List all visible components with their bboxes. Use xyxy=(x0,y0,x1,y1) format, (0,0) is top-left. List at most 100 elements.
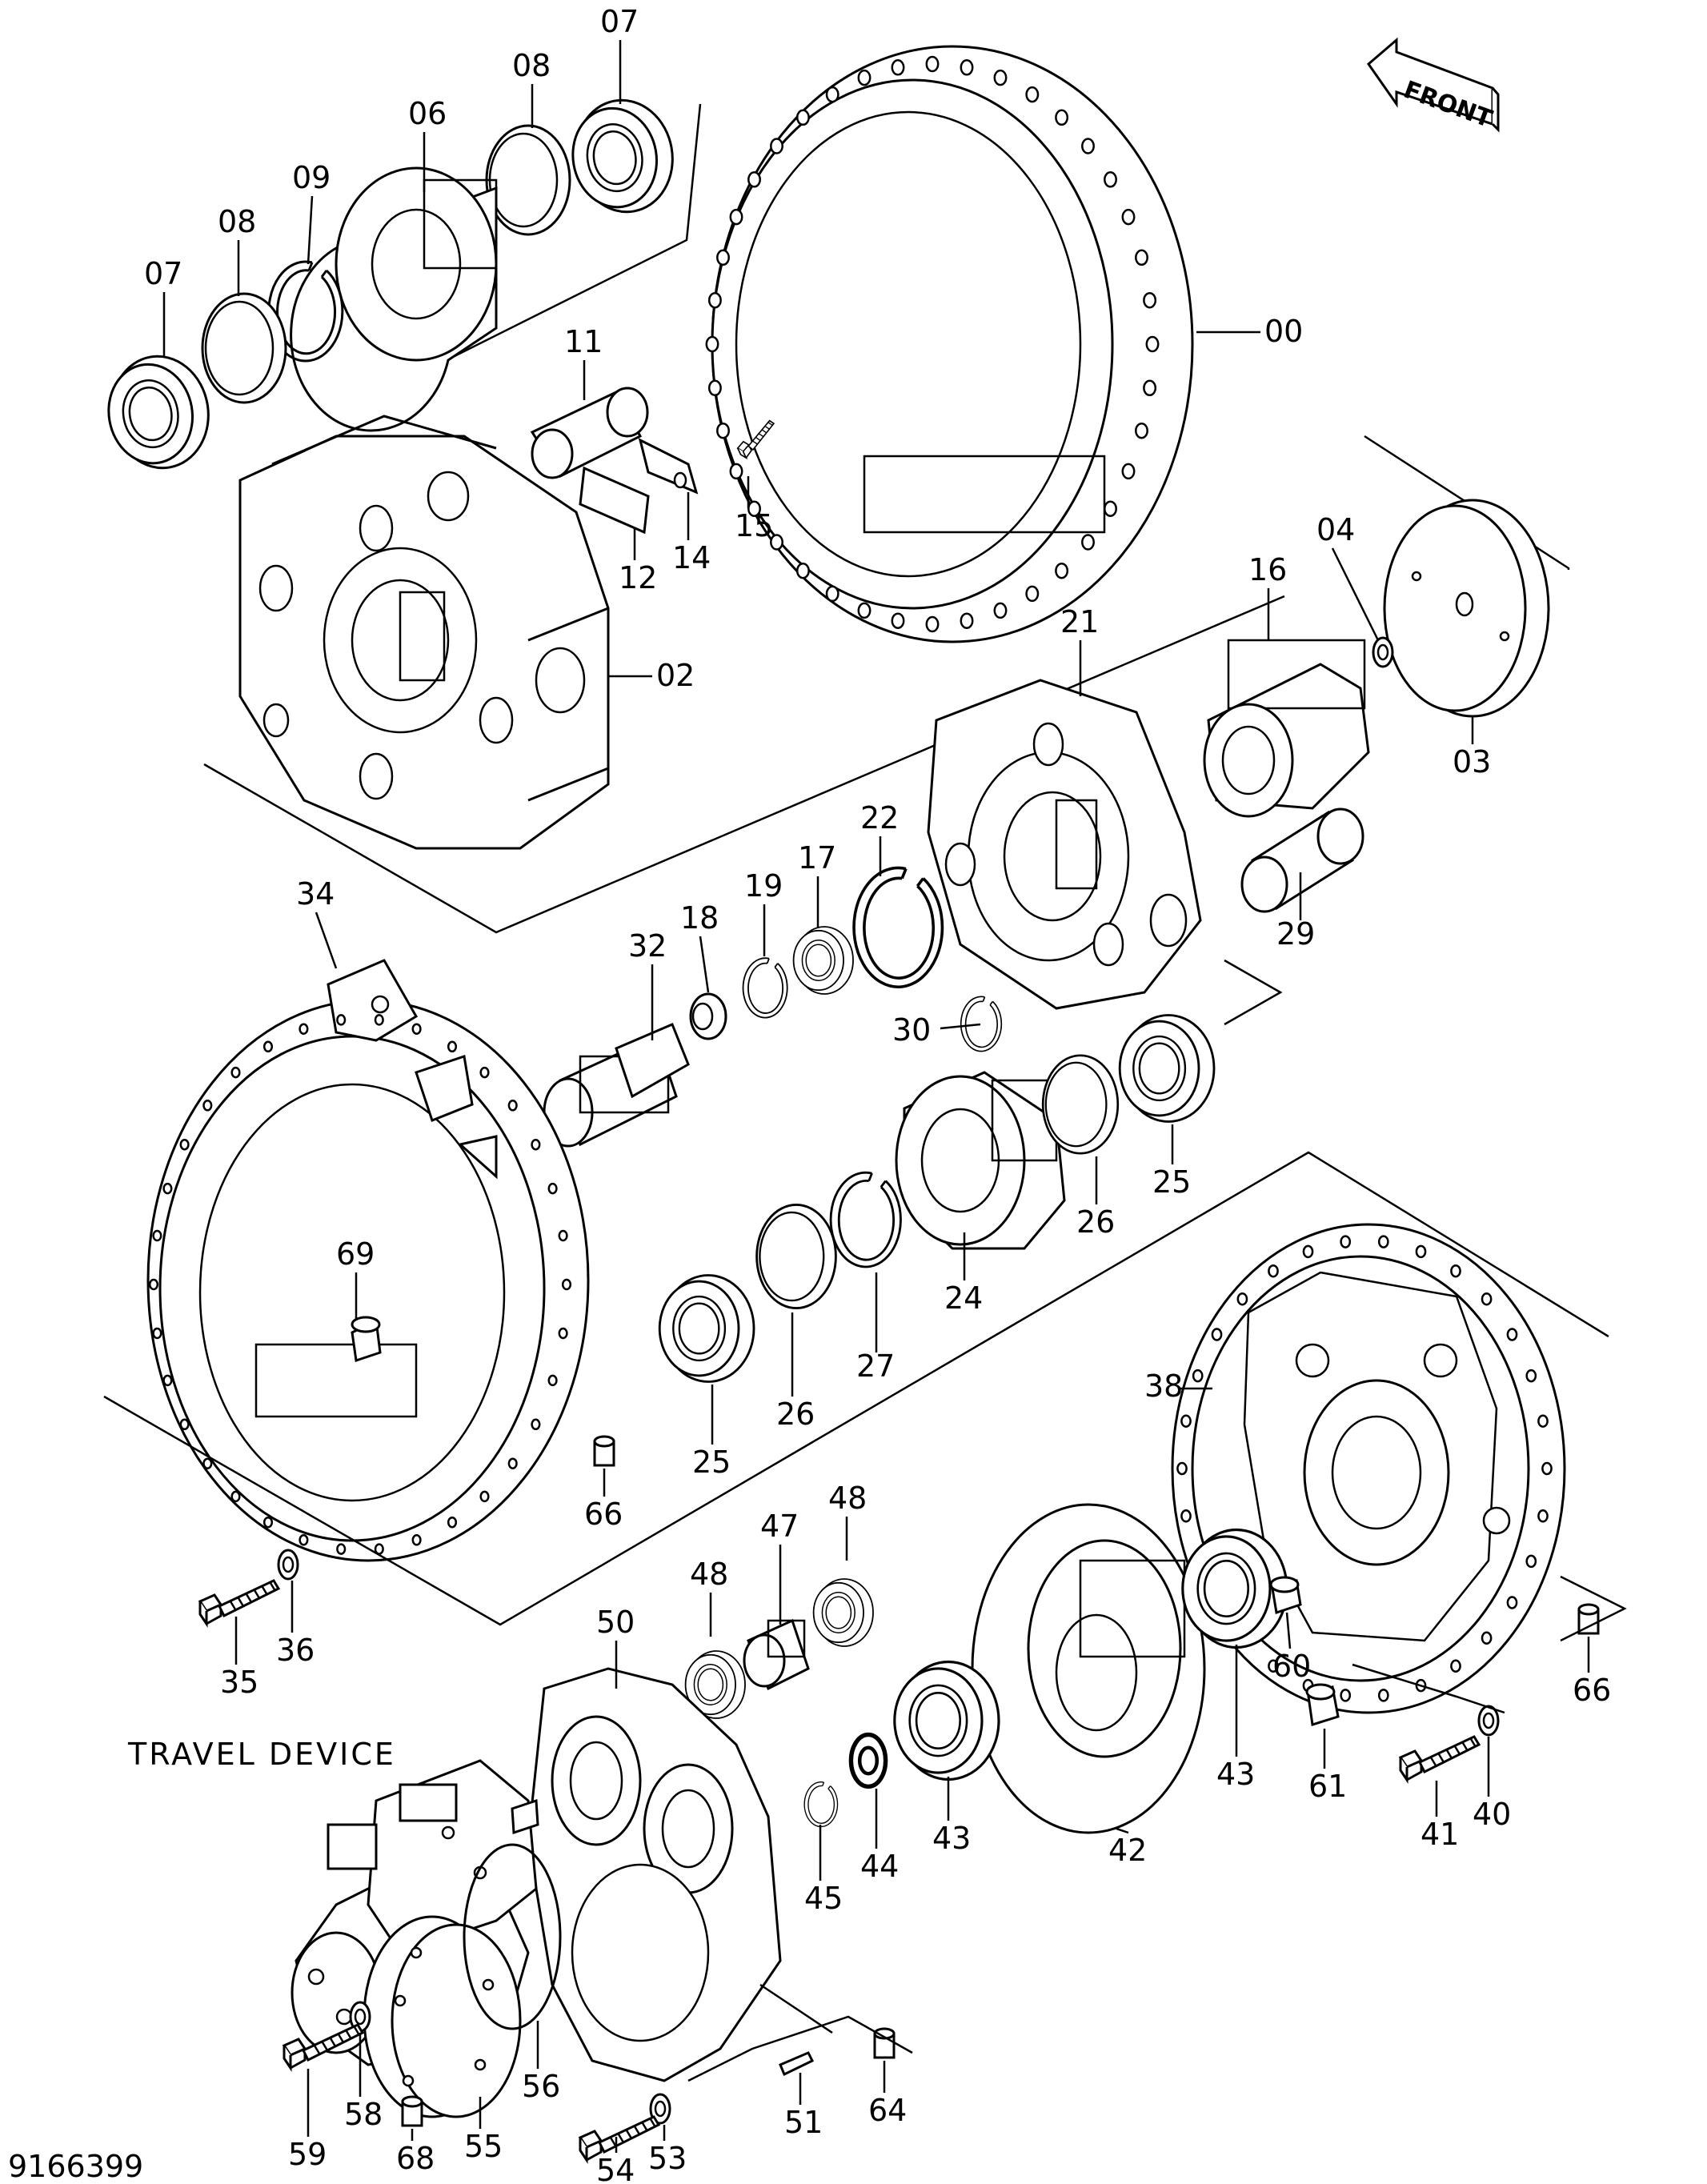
plug-60 xyxy=(1269,1576,1302,1614)
part-label-44: 44 xyxy=(860,1849,899,1884)
part-label-48-right: 48 xyxy=(828,1481,867,1516)
bolt-hole xyxy=(795,109,810,126)
bolt-hole xyxy=(1176,1461,1188,1476)
bolt-hole xyxy=(1450,1264,1461,1278)
bolt-hole xyxy=(795,562,810,579)
part-label-07-upper: 07 xyxy=(600,4,639,39)
bolt-hole xyxy=(857,69,872,86)
part-label-68: 68 xyxy=(396,2141,435,2176)
bolt-hole xyxy=(891,612,905,629)
bolt-35 xyxy=(198,1579,280,1625)
part-label-35: 35 xyxy=(220,1665,258,1700)
bolt-hole xyxy=(1340,1235,1352,1248)
bolt-hole xyxy=(1450,1659,1461,1673)
part-label-21: 21 xyxy=(1060,604,1099,639)
bolt-hole xyxy=(1541,1461,1553,1476)
bolt-hole xyxy=(1143,291,1157,309)
bolt-hole xyxy=(1377,1689,1389,1702)
bolt-hole xyxy=(1192,1369,1204,1383)
diagram-title: TRAVEL DEVICE xyxy=(127,1737,396,1772)
bolt-hole xyxy=(716,249,730,266)
part-label-07-lower: 07 xyxy=(144,256,182,291)
bolt-hole xyxy=(1268,1659,1279,1673)
bolt-hole xyxy=(374,1014,384,1026)
bolt-hole xyxy=(1211,1328,1223,1341)
part-label-26-left: 26 xyxy=(776,1397,815,1432)
ring-08-lower xyxy=(201,292,287,404)
bolt-hole xyxy=(857,602,872,619)
bolt-hole xyxy=(507,1457,518,1469)
bearing-43-right xyxy=(1181,1528,1288,1649)
gear-47 xyxy=(743,1618,810,1691)
bolt-hole xyxy=(1525,1554,1537,1569)
bolt-hole xyxy=(411,1023,422,1035)
part-label-42: 42 xyxy=(1108,1833,1147,1868)
part-label-48-left: 48 xyxy=(690,1557,728,1592)
bolt-hole xyxy=(262,1516,274,1529)
part-label-02: 02 xyxy=(656,658,695,693)
bolt-hole xyxy=(202,1457,213,1469)
part-label-00: 00 xyxy=(1264,314,1303,349)
bolt-hole xyxy=(1302,1244,1314,1259)
housing-34-holes xyxy=(148,1014,572,1555)
part-label-55: 55 xyxy=(464,2129,503,2164)
bolt-hole xyxy=(1236,1292,1248,1306)
part-label-40: 40 xyxy=(1473,1797,1511,1832)
bolt-hole xyxy=(531,1138,541,1151)
plane-lower-right xyxy=(1352,1575,1627,1714)
cover-55 xyxy=(363,1915,522,2118)
part-label-41: 41 xyxy=(1420,1817,1459,1852)
bolt-hole xyxy=(558,1229,568,1242)
bearing-43-left xyxy=(893,1660,1000,1781)
part-label-45: 45 xyxy=(804,1881,843,1916)
bolt-hole xyxy=(336,1014,347,1026)
part-label-53: 53 xyxy=(648,2141,687,2176)
part-label-27: 27 xyxy=(856,1348,895,1384)
part-label-29: 29 xyxy=(1276,916,1315,952)
pin-69 xyxy=(351,1316,382,1362)
part-label-14: 14 xyxy=(672,540,711,575)
bolt-hole xyxy=(547,1182,558,1195)
bolt-41 xyxy=(1399,1735,1481,1781)
bolt-hole xyxy=(179,1418,190,1431)
bolt-hole xyxy=(825,86,839,103)
bolt-hole xyxy=(152,1229,162,1242)
bolt-hole xyxy=(1506,1328,1518,1341)
plate-14 xyxy=(638,438,699,495)
part-label-54: 54 xyxy=(596,2153,635,2184)
bearing-48-right xyxy=(812,1578,874,1647)
bolt-hole xyxy=(729,463,743,480)
part-label-38: 38 xyxy=(1144,1369,1183,1404)
bolt-hole xyxy=(1104,500,1117,517)
bolt-hole xyxy=(152,1327,162,1340)
bolt-hole xyxy=(770,534,783,551)
bolt-hole xyxy=(925,55,940,73)
part-label-11: 11 xyxy=(564,324,603,359)
ring-26-left xyxy=(755,1203,837,1310)
part-label-03: 03 xyxy=(1453,744,1491,779)
bolt-hole xyxy=(1180,1414,1192,1428)
part-label-43-right: 43 xyxy=(1216,1757,1255,1792)
plane-middle-short xyxy=(1224,959,1283,1026)
bolt-hole xyxy=(299,1534,309,1546)
ring-gear-holes xyxy=(705,55,1160,633)
bolt-hole xyxy=(747,500,761,517)
bolt-hole xyxy=(705,335,719,353)
part-label-56: 56 xyxy=(522,2069,560,2104)
bolt-hole xyxy=(561,1278,572,1291)
bearing-25-left xyxy=(658,1274,755,1383)
bolt-hole xyxy=(1340,1689,1352,1702)
bolt-hole xyxy=(891,59,905,76)
bolt-hole xyxy=(447,1516,458,1529)
part-label-51: 51 xyxy=(784,2105,823,2140)
part-label-18: 18 xyxy=(680,900,719,936)
part-label-64: 64 xyxy=(868,2093,907,2128)
part-label-30: 30 xyxy=(892,1012,931,1048)
cover-50 xyxy=(527,1667,782,2082)
leader-lines xyxy=(162,40,1590,2153)
bolt-hole xyxy=(1180,1509,1192,1523)
bolt-hole xyxy=(299,1023,309,1035)
bolt-hole xyxy=(447,1040,458,1053)
leader-line xyxy=(940,1023,981,1030)
bearing-07-lower xyxy=(98,347,218,478)
